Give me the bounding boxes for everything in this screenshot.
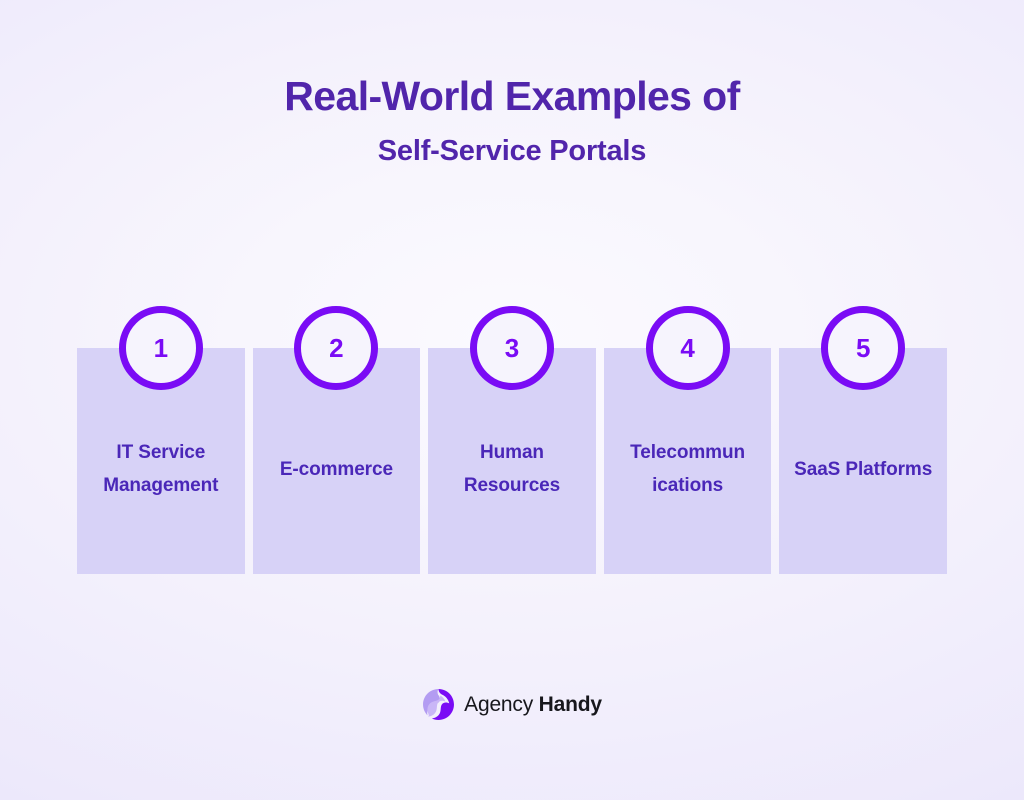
step-number-4: 4 [680, 333, 695, 363]
example-card-label-2: E-commerce [279, 458, 393, 480]
step-number-1: 1 [153, 333, 169, 363]
example-card-1: 1 IT Service Management [77, 306, 245, 574]
example-card-label-3: Human Resources [463, 442, 561, 496]
brand-word-agency: Agency [464, 693, 534, 716]
brand-wordmark: Agency Handy [464, 694, 602, 715]
example-card-3: 3 Human Resources [428, 306, 596, 574]
brand-footer: Agency Handy [0, 688, 1024, 721]
examples-card-row: 1 IT Service Management 2 E-commerce 3 H… [77, 306, 947, 574]
example-card-label-4: Telecommun ications [630, 442, 745, 496]
brand-word-handy: Handy [538, 693, 602, 716]
example-card-2: 2 E-commerce [252, 306, 421, 574]
page-title: Real-World Examples of Self-Service Port… [0, 72, 1024, 169]
example-card-label-5: SaaS Platforms [794, 458, 933, 480]
example-card-4: 4 Telecommun ications [603, 306, 772, 574]
step-number-2: 2 [329, 333, 344, 363]
step-number-badge-2: 2 [294, 306, 379, 390]
step-number-5: 5 [855, 333, 871, 363]
step-number-3: 3 [504, 333, 520, 363]
title-line-primary: Real-World Examples of [284, 73, 740, 119]
step-number-badge-3: 3 [469, 306, 554, 390]
title-line-secondary: Self-Service Portals [377, 135, 647, 168]
example-card-5: 5 SaaS Platforms [779, 306, 947, 574]
step-number-badge-1: 1 [118, 306, 203, 390]
agency-handy-logo-icon [422, 688, 455, 721]
example-card-label-1: IT Service Management [103, 442, 219, 496]
step-number-badge-5: 5 [821, 306, 906, 390]
step-number-badge-4: 4 [645, 306, 730, 390]
